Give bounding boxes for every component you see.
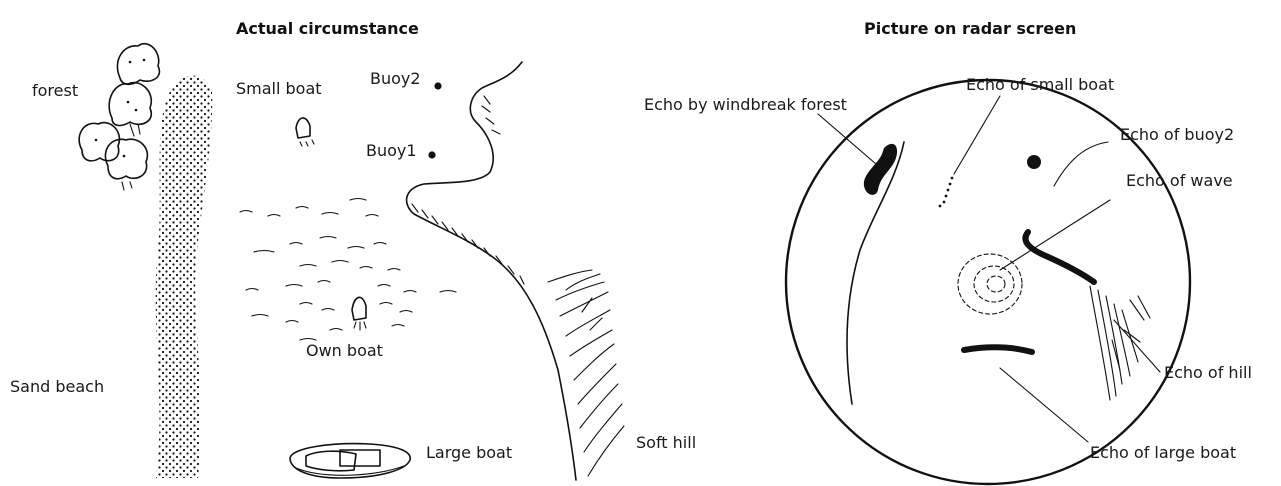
buoy2-label: Buoy2 — [370, 69, 421, 88]
forest-label: forest — [32, 81, 78, 100]
echo-wave-label: Echo of wave — [1126, 171, 1233, 190]
echo-small-boat-label: Echo of small boat — [966, 75, 1114, 94]
own-boat-label: Own boat — [306, 341, 383, 360]
actual-circumstance-panel: Actual circumstance forest Sand beach Sm… — [10, 19, 696, 480]
echo-large-boat-mark — [964, 347, 1032, 352]
radar-screen-panel: Picture on radar screen — [644, 19, 1252, 484]
sand-beach-strip — [156, 76, 213, 478]
buoy1-marker — [428, 151, 435, 158]
small-boat-label: Small boat — [236, 79, 322, 98]
echo-hill-label: Echo of hill — [1164, 363, 1252, 382]
coast-hatching — [412, 96, 524, 284]
coastline — [407, 62, 576, 480]
soft-hill-label: Soft hill — [636, 433, 696, 452]
echo-buoy2-label: Echo of buoy2 — [1120, 125, 1234, 144]
buoy1-label: Buoy1 — [366, 141, 417, 160]
radar-screen-title: Picture on radar screen — [864, 19, 1076, 38]
echo-wave-mark — [958, 254, 1022, 314]
echo-hill-mark — [1090, 286, 1150, 400]
echo-buoy2-mark — [1027, 155, 1041, 169]
echo-coastline-mark — [1025, 232, 1094, 282]
small-boat-icon — [296, 118, 314, 146]
echo-windbreak-forest-label: Echo by windbreak forest — [644, 95, 847, 114]
echo-small-boat-mark — [939, 177, 954, 208]
own-boat-icon — [352, 297, 366, 330]
sand-beach-label: Sand beach — [10, 377, 104, 396]
large-boat-icon — [290, 444, 410, 478]
echo-windbreak-forest-mark — [864, 144, 897, 195]
forest-trees-icon — [79, 44, 159, 190]
echo-large-boat-label: Echo of large boat — [1090, 443, 1236, 462]
large-boat-label: Large boat — [426, 443, 512, 462]
actual-circumstance-title: Actual circumstance — [236, 19, 419, 38]
buoy2-marker — [434, 82, 441, 89]
